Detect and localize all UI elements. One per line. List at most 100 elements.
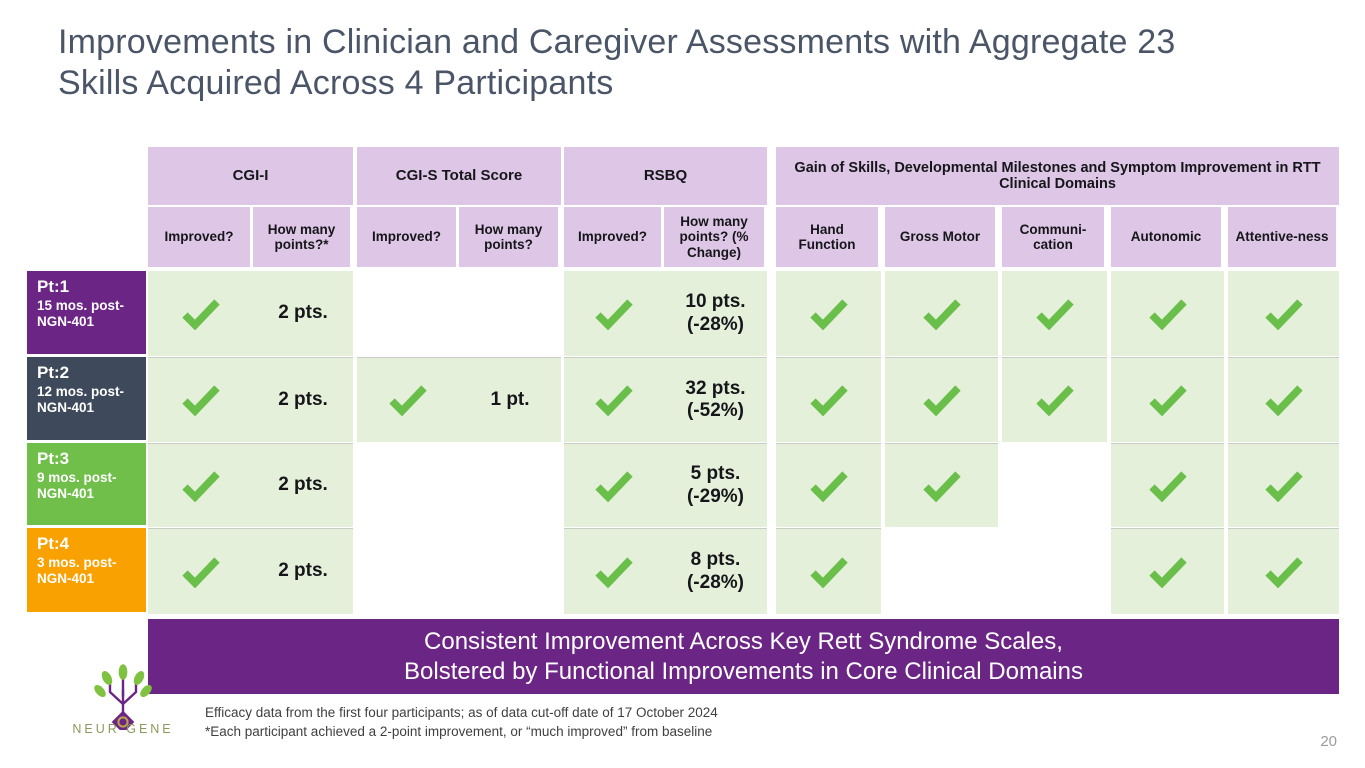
group-header-cgi-i: CGI-I [148,147,353,205]
cell-pt2-cgi-s-improved [357,357,459,442]
cell-pt3-gross-motor [885,443,998,527]
cell-value: 2 pts. [278,474,328,496]
group-header-cgi-s: CGI-S Total Score [357,147,561,205]
checkmark-icon [1148,556,1187,588]
checkmark-icon [1264,470,1303,502]
subheader-cgi-i-points: How many points?* [253,207,350,267]
cell-pt1-autonomic [1111,271,1224,356]
checkmark-icon [181,385,220,416]
cell-value: 32 pts. (-52%) [685,377,746,421]
subheader-label: Attentive-ness [1235,229,1329,245]
checkmark-icon [181,470,220,502]
subheader-label: Improved? [371,229,441,245]
cell-pt2-cgi-i-points: 2 pts. [253,357,353,442]
banner-line-1: Consistent Improvement Across Key Rett S… [424,627,1063,655]
checkmark-icon [922,385,961,416]
cell-pt2-autonomic [1111,357,1224,442]
group-header-label: Gain of Skills, Developmental Milestones… [794,159,1321,192]
page-number: 20 [1320,733,1337,750]
cell-pt2-hand-function [776,357,881,442]
checkmark-icon [922,298,961,330]
checkmark-icon [595,298,633,330]
cell-pt4-attentiveness [1228,528,1339,614]
cell-pt3-cgi-i-points: 2 pts. [253,443,353,527]
row-label-detail: 12 mos. post-NGN-401 [37,383,125,415]
checkmark-icon [1035,385,1074,416]
group-header-label: CGI-S Total Score [395,166,523,184]
cell-pt2-cgi-i-improved [148,357,253,442]
cell-value: 2 pts. [278,302,328,324]
checkmark-icon [1148,470,1187,502]
cell-pt3-cgi-s-improved [357,443,459,527]
cell-pt1-cgi-s-points [459,271,561,356]
group-header-label: RSBQ [643,166,688,184]
subheader-label: How many points? [474,221,543,252]
checkmark-icon [1148,385,1187,416]
subheader-label: Improved? [164,229,234,245]
assessment-table: CGI-I CGI-S Total Score RSBQ Gain of Skills… [27,147,1339,615]
cell-pt1-rsbq-improved [564,271,664,356]
cell-pt1-cgi-s-improved [357,271,459,356]
cell-pt4-cgi-s-improved [357,528,459,614]
cell-pt4-rsbq-points: 8 pts. (-28%) [664,528,767,614]
subheader-label: Autonomic [1130,229,1202,245]
row-label-pt: Pt:1 [37,277,70,296]
checkmark-icon [1264,556,1303,588]
checkmark-icon [809,556,848,588]
row-label-pt: Pt:4 [37,534,70,553]
cell-pt3-cgi-i-improved [148,443,253,527]
footnote-line-1: Efficacy data from the first four partic… [205,705,718,720]
cell-pt3-rsbq-improved [564,443,664,527]
group-header-domains: Gain of Skills, Developmental Milestones… [776,147,1339,205]
cell-value: 5 pts. (-29%) [686,463,744,507]
subheader-gross-motor: Gross Motor [885,207,995,267]
cell-pt4-autonomic [1111,528,1224,614]
row-label-pt: Pt:2 [37,363,70,382]
neurogene-logo: NEUR GENE [58,660,188,750]
subheader-autonomic: Autonomic [1111,207,1221,267]
cell-value: 2 pts. [278,560,328,582]
checkmark-icon [181,556,220,588]
checkmark-icon [595,470,633,502]
cell-pt1-communication [1002,271,1107,356]
checkmark-icon [389,385,427,416]
cell-pt4-communication [1002,528,1107,614]
footnotes: Efficacy data from the first four partic… [205,703,1105,741]
cell-pt1-rsbq-points: 10 pts. (-28%) [664,271,767,356]
group-header-rsbq: RSBQ [564,147,767,205]
cell-value: 2 pts. [278,388,328,410]
cell-pt2-gross-motor [885,357,998,442]
subheader-cgi-i-improved: Improved? [148,207,250,267]
page-title: Improvements in Clinician and Caregiver … [58,23,1176,102]
cell-pt3-cgi-s-points [459,443,561,527]
banner-line-2: Bolstered by Functional Improvements in … [404,657,1083,685]
subheader-communication: Communi-cation [1002,207,1104,267]
cell-pt2-cgi-s-points: 1 pt. [459,357,561,442]
subheader-cgi-s-improved: Improved? [357,207,456,267]
cell-pt3-attentiveness [1228,443,1339,527]
cell-pt3-communication [1002,443,1107,527]
subheader-attentiveness: Attentive-ness [1228,207,1336,267]
cell-pt1-hand-function [776,271,881,356]
cell-pt4-gross-motor [885,528,998,614]
subheader-label: How many points?* [267,221,336,252]
subheader-label: Hand Function [798,221,856,252]
cell-pt1-gross-motor [885,271,998,356]
subheader-hand-function: Hand Function [776,207,878,267]
cell-pt4-cgi-i-improved [148,528,253,614]
cell-pt1-cgi-i-points: 2 pts. [253,271,353,356]
cell-pt4-rsbq-improved [564,528,664,614]
checkmark-icon [1148,298,1187,330]
subheader-label: Improved? [577,229,647,245]
summary-banner: Consistent Improvement Across Key Rett S… [148,619,1339,694]
logo-wordmark: NEUR GENE [72,722,174,736]
cell-pt4-cgi-i-points: 2 pts. [253,528,353,614]
cell-pt2-attentiveness [1228,357,1339,442]
group-header-label: CGI-I [232,166,269,184]
